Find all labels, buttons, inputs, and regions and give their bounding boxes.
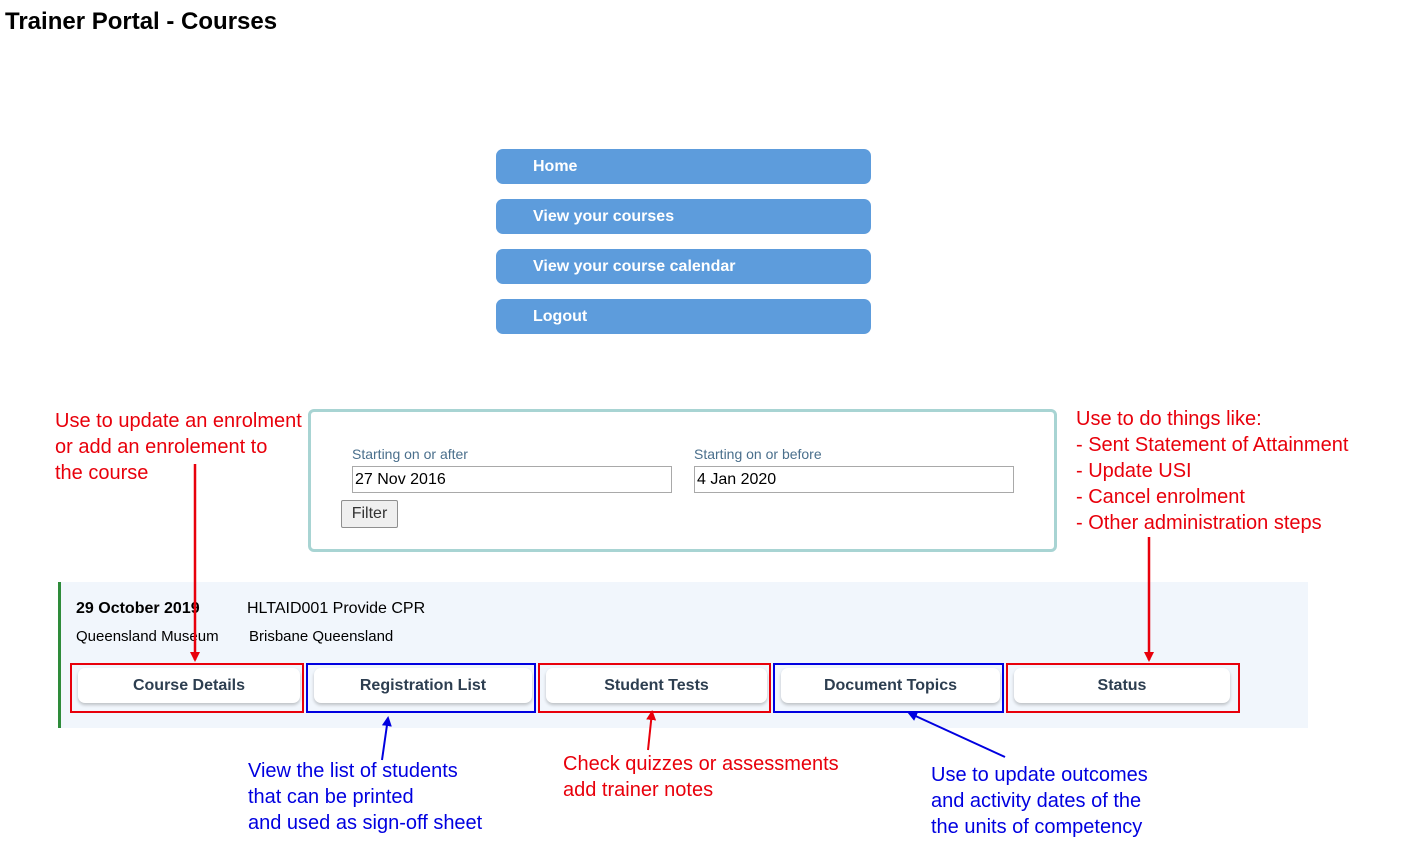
nav-course-calendar-link[interactable]: View your course calendar xyxy=(496,249,871,284)
date-filter-panel: Starting on or after Starting on or befo… xyxy=(308,409,1057,552)
student-tests-highlight: Student Tests xyxy=(538,663,771,713)
annotation-line: View the list of students xyxy=(248,760,458,782)
annotation-line: - Cancel enrolment xyxy=(1076,486,1245,508)
start-date-input[interactable] xyxy=(352,466,672,493)
course-date: 29 October 2019 xyxy=(76,600,200,617)
student-tests-button[interactable]: Student Tests xyxy=(546,668,767,703)
course-details-button[interactable]: Course Details xyxy=(78,668,300,703)
page-title: Trainer Portal - Courses xyxy=(5,8,278,35)
annotation-line: the units of competency xyxy=(931,816,1143,838)
course-name: HLTAID001 Provide CPR xyxy=(247,600,426,617)
course-details-highlight: Course Details xyxy=(70,663,304,713)
registration-list-button[interactable]: Registration List xyxy=(314,668,532,703)
start-date-label: Starting on or after xyxy=(352,446,468,462)
student-tests-annotation: Check quizzes or assessments add trainer… xyxy=(563,751,839,803)
annotation-line: - Update USI xyxy=(1076,460,1192,482)
annotation-line: Check quizzes or assessments xyxy=(563,753,839,775)
status-button[interactable]: Status xyxy=(1014,668,1230,703)
status-highlight: Status xyxy=(1006,663,1240,713)
main-nav: Home View your courses View your course … xyxy=(496,149,871,349)
annotation-line: - Sent Statement of Attainment xyxy=(1076,434,1349,456)
annotation-line: add trainer notes xyxy=(563,779,714,801)
status-annotation: Use to do things like: - Sent Statement … xyxy=(1076,406,1348,536)
document-topics-button[interactable]: Document Topics xyxy=(781,668,1000,703)
end-date-input[interactable] xyxy=(694,466,1014,493)
document-topics-annotation: Use to update outcomes and activity date… xyxy=(931,762,1148,840)
course-card: 29 October 2019 HLTAID001 Provide CPR Qu… xyxy=(58,582,1308,728)
nav-home-link[interactable]: Home xyxy=(496,149,871,184)
annotation-line: the course xyxy=(55,462,149,484)
end-date-label: Starting on or before xyxy=(694,446,822,462)
annotation-line: and used as sign-off sheet xyxy=(248,812,483,834)
nav-view-courses-link[interactable]: View your courses xyxy=(496,199,871,234)
filter-button[interactable]: Filter xyxy=(341,500,398,528)
course-location: Brisbane Queensland xyxy=(249,628,394,645)
annotation-line: Use to update outcomes xyxy=(931,764,1148,786)
annotation-line: Use to update an enrolment xyxy=(55,410,302,432)
annotation-line: that can be printed xyxy=(248,786,414,808)
annotation-line: and activity dates of the xyxy=(931,790,1142,812)
nav-logout-link[interactable]: Logout xyxy=(496,299,871,334)
registration-list-annotation: View the list of students that can be pr… xyxy=(248,758,482,836)
document-topics-highlight: Document Topics xyxy=(773,663,1004,713)
annotation-line: Use to do things like: xyxy=(1076,408,1262,430)
annotation-line: - Other administration steps xyxy=(1076,512,1322,534)
annotation-line: or add an enrolement to xyxy=(55,436,268,458)
course-venue: Queensland Museum xyxy=(76,628,219,645)
course-details-annotation: Use to update an enrolment or add an enr… xyxy=(55,408,302,486)
registration-list-highlight: Registration List xyxy=(306,663,536,713)
